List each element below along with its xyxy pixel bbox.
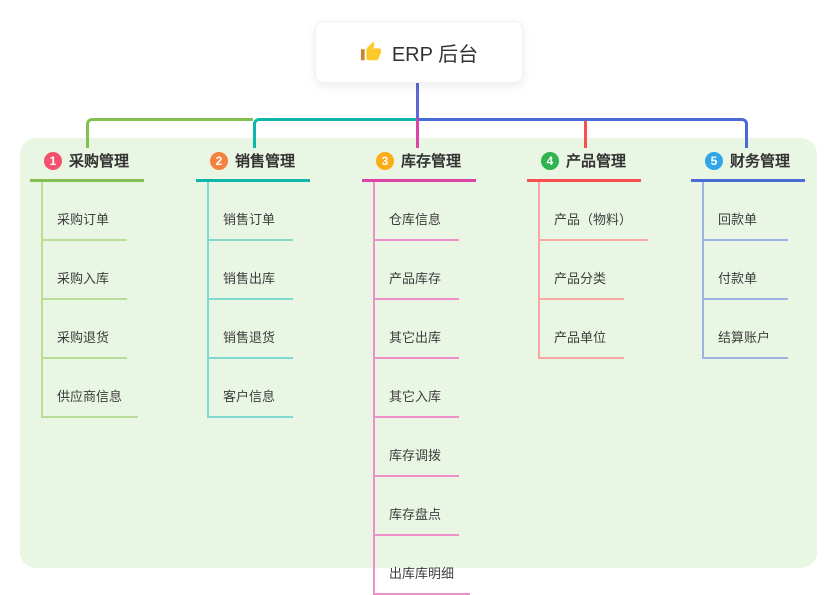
branch-items: 回款单付款单结算账户 [702, 182, 839, 359]
branch-column: 1 采购管理 采购订单采购入库采购退货供应商信息 [30, 150, 190, 418]
thumbs-up-icon [360, 41, 382, 63]
connector-branch-1 [86, 118, 253, 148]
branch-items: 仓库信息产品库存其它出库其它入库库存调拨库存盘点出库库明细 [373, 182, 522, 595]
tree-node[interactable]: 供应商信息 [43, 359, 139, 418]
branch-items: 销售订单销售出库销售退货客户信息 [207, 182, 356, 418]
connector-branch-5 [418, 118, 748, 148]
branch-column: 5 财务管理 回款单付款单结算账户 [691, 150, 839, 359]
branch-number-badge: 5 [705, 151, 723, 170]
branch-title-label: 库存管理 [401, 153, 462, 170]
connector-branch-3 [416, 118, 419, 148]
tree-node[interactable]: 仓库信息 [375, 182, 459, 241]
connector-root [416, 83, 419, 120]
branch-column: 2 销售管理 销售订单销售出库销售退货客户信息 [196, 150, 356, 418]
branch-title-label: 产品管理 [566, 153, 627, 170]
branch-items: 产品（物料）产品分类产品单位 [538, 182, 687, 359]
tree-node[interactable]: 产品分类 [540, 241, 624, 300]
tree-node[interactable]: 付款单 [704, 241, 788, 300]
branch-number-badge: 3 [376, 151, 394, 170]
tree-node[interactable]: 销售退货 [209, 300, 293, 359]
tree-node[interactable]: 销售订单 [209, 182, 293, 241]
tree-node[interactable]: 采购入库 [43, 241, 127, 300]
tree-node[interactable]: 产品单位 [540, 300, 624, 359]
branch-number-badge: 1 [44, 151, 62, 170]
tree-node[interactable]: 结算账户 [704, 300, 788, 359]
branch-number-badge: 4 [541, 151, 559, 170]
tree-node[interactable]: 其它入库 [375, 359, 459, 418]
tree-node[interactable]: 库存盘点 [375, 477, 459, 536]
branch-title-node[interactable]: 1 采购管理 [30, 150, 144, 182]
branches-panel [20, 138, 817, 568]
tree-node[interactable]: 客户信息 [209, 359, 293, 418]
tree-node[interactable]: 回款单 [704, 182, 788, 241]
connector-branch-4 [584, 118, 587, 148]
tree-node[interactable]: 产品（物料） [540, 182, 649, 241]
tree-node[interactable]: 其它出库 [375, 300, 459, 359]
branch-title-label: 采购管理 [69, 153, 130, 170]
branch-number-badge: 2 [210, 151, 228, 170]
branch-title-node[interactable]: 4 产品管理 [527, 150, 641, 182]
branch-items: 采购订单采购入库采购退货供应商信息 [41, 182, 190, 418]
branch-column: 3 库存管理 仓库信息产品库存其它出库其它入库库存调拨库存盘点出库库明细 [362, 150, 522, 595]
branch-title-node[interactable]: 3 库存管理 [362, 150, 476, 182]
branch-title-node[interactable]: 2 销售管理 [196, 150, 310, 182]
branch-title-node[interactable]: 5 财务管理 [691, 150, 805, 182]
tree-node[interactable]: 采购订单 [43, 182, 127, 241]
tree-node[interactable]: 产品库存 [375, 241, 459, 300]
branch-title-label: 销售管理 [235, 153, 296, 170]
tree-node[interactable]: 采购退货 [43, 300, 127, 359]
branch-title-label: 财务管理 [730, 153, 791, 170]
root-node-label: ERP 后台 [391, 43, 479, 66]
tree-node[interactable]: 出库库明细 [375, 536, 471, 595]
tree-node[interactable]: 销售出库 [209, 241, 293, 300]
tree-node[interactable]: 库存调拨 [375, 418, 459, 477]
connector-branch-2 [253, 118, 418, 148]
branch-column: 4 产品管理 产品（物料）产品分类产品单位 [527, 150, 687, 359]
root-node[interactable]: ERP 后台 [315, 21, 523, 83]
